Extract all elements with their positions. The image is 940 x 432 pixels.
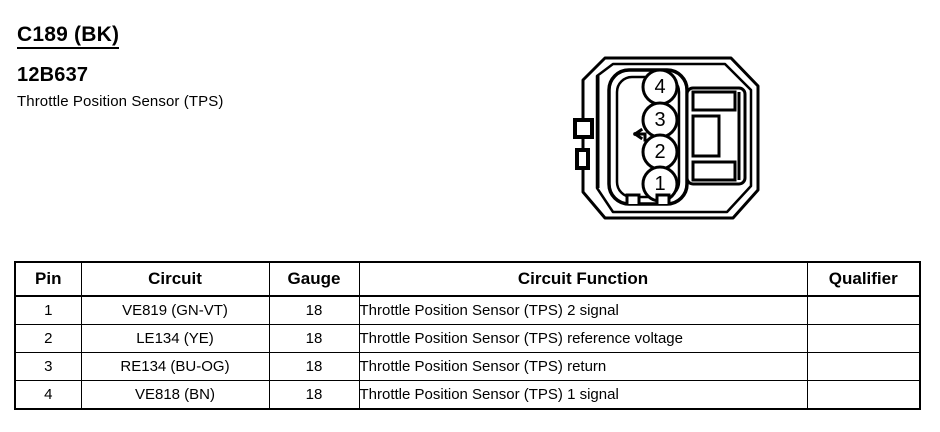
connector-inner-shell <box>595 62 753 214</box>
pin-table-container: Pin Circuit Gauge Circuit Function Quali… <box>14 261 921 410</box>
housing-slot-lower <box>575 148 590 170</box>
cell-pin: 2 <box>14 324 82 353</box>
keying-tab-arrow-icon <box>632 127 647 142</box>
cell-circuit: RE134 (BU-OG) <box>80 352 270 381</box>
cell-pin: 1 <box>14 295 82 325</box>
connector-diagram: 4 3 2 1 <box>553 52 783 242</box>
pin-label-1: 1 <box>654 173 665 195</box>
latch-center-window <box>691 114 721 158</box>
cell-qualifier <box>806 380 921 410</box>
latch-lower-bar <box>691 160 737 182</box>
connector-header: C189 (BK) 12B637 Throttle Position Senso… <box>17 23 537 111</box>
cell-qualifier <box>806 324 921 353</box>
pin-label-4: 4 <box>654 76 665 98</box>
cell-gauge: 18 <box>268 380 360 410</box>
cell-gauge: 18 <box>268 352 360 381</box>
pin-table: Pin Circuit Gauge Circuit Function Quali… <box>14 261 921 410</box>
housing-slot-upper <box>573 118 594 139</box>
column-header-function: Circuit Function <box>358 261 808 297</box>
latch-upper-bar <box>691 90 737 112</box>
column-header-qualifier: Qualifier <box>806 261 921 297</box>
cell-function: Throttle Position Sensor (TPS) return <box>358 352 808 381</box>
cell-gauge: 18 <box>268 295 360 325</box>
table-header-row: Pin Circuit Gauge Circuit Function Quali… <box>14 261 921 297</box>
pin-cavity-group: 4 3 2 1 <box>641 68 679 203</box>
table-row: 3 RE134 (BU-OG) 18 Throttle Position Sen… <box>14 352 921 381</box>
cell-circuit: VE818 (BN) <box>80 380 270 410</box>
cell-qualifier <box>806 295 921 325</box>
table-row: 4 VE818 (BN) 18 Throttle Position Sensor… <box>14 380 921 410</box>
part-number: 12B637 <box>17 64 89 87</box>
cell-circuit: LE134 (YE) <box>80 324 270 353</box>
cell-pin: 3 <box>14 352 82 381</box>
cell-function: Throttle Position Sensor (TPS) 2 signal <box>358 295 808 325</box>
component-name: Throttle Position Sensor (TPS) <box>17 93 224 111</box>
pin-label-2: 2 <box>654 141 665 163</box>
connector-code-wrap: C189 (BK) <box>17 23 537 50</box>
pin-label-3: 3 <box>654 109 665 131</box>
bottom-locating-notch <box>625 193 671 204</box>
cell-function: Throttle Position Sensor (TPS) reference… <box>358 324 808 353</box>
connector-code: C189 (BK) <box>17 23 120 50</box>
cell-circuit: VE819 (GN-VT) <box>80 295 270 325</box>
table-row: 2 LE134 (YE) 18 Throttle Position Sensor… <box>14 324 921 353</box>
cell-qualifier <box>806 352 921 381</box>
column-header-gauge: Gauge <box>268 261 360 297</box>
locking-latch-assembly <box>685 86 747 186</box>
cell-function: Throttle Position Sensor (TPS) 1 signal <box>358 380 808 410</box>
connector-face-drawing: 4 3 2 1 <box>573 56 760 220</box>
column-header-circuit: Circuit <box>80 261 270 297</box>
table-row: 1 VE819 (GN-VT) 18 Throttle Position Sen… <box>14 295 921 325</box>
column-header-pin: Pin <box>14 261 82 297</box>
cell-gauge: 18 <box>268 324 360 353</box>
cell-pin: 4 <box>14 380 82 410</box>
